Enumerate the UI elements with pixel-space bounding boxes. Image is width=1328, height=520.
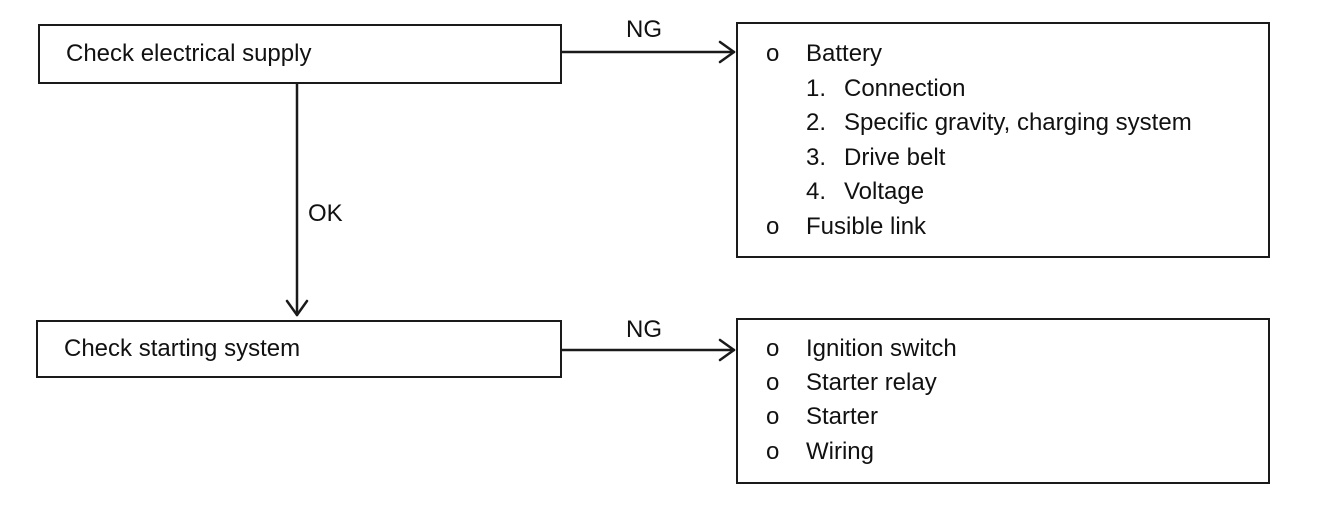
list-item: o Ignition switch [738, 332, 1268, 366]
step-box-starting-system: Check starting system [36, 320, 562, 378]
bullet-marker: o [766, 40, 780, 67]
ok-label: OK [308, 200, 343, 227]
item-text: Starter [806, 403, 879, 430]
bullet-marker: o [766, 213, 780, 240]
item-number: 3. [806, 144, 827, 171]
ng-arrow-2-head [718, 338, 736, 362]
item-text: Starter relay [806, 369, 937, 396]
item-text: Voltage [844, 178, 925, 205]
step-text: Check starting system [64, 335, 301, 362]
ok-arrow-head [285, 299, 309, 317]
item-number: 2. [806, 109, 827, 136]
list-item: o Starter [738, 400, 1268, 434]
sub-list-item: 4. Voltage [738, 175, 1268, 209]
item-text: Wiring [806, 438, 875, 465]
sub-list-item: 1. Connection [738, 72, 1268, 106]
list-item: o Fusible link [738, 210, 1268, 244]
item-text: Drive belt [844, 144, 946, 171]
bullet-marker: o [766, 335, 780, 362]
bullet-marker: o [766, 403, 780, 430]
step-box-electrical-supply: Check electrical supply [38, 24, 562, 84]
item-text: Battery [806, 40, 883, 67]
item-text: Connection [844, 75, 966, 102]
bullet-marker: o [766, 369, 780, 396]
ng-label-2: NG [626, 316, 662, 343]
list-item: o Starter relay [738, 366, 1268, 400]
ng-arrow-1-head [718, 40, 736, 64]
sub-list-item: 2. Specific gravity, charging system [738, 106, 1268, 140]
sub-list-item: 3. Drive belt [738, 141, 1268, 175]
step-text: Check electrical supply [66, 40, 312, 67]
list-item: o Battery [738, 37, 1268, 71]
item-number: 4. [806, 178, 827, 205]
item-text: Ignition switch [806, 335, 957, 362]
item-text: Fusible link [806, 213, 927, 240]
result-box-electrical-supply: o Battery 1. Connection 2. Specific grav… [736, 22, 1270, 258]
list-item: o Wiring [738, 435, 1268, 469]
bullet-marker: o [766, 438, 780, 465]
item-number: 1. [806, 75, 827, 102]
item-text: Specific gravity, charging system [844, 109, 1192, 136]
result-box-starting-system: o Ignition switch o Starter relay o Star… [736, 318, 1270, 484]
ng-label-1: NG [626, 16, 662, 43]
